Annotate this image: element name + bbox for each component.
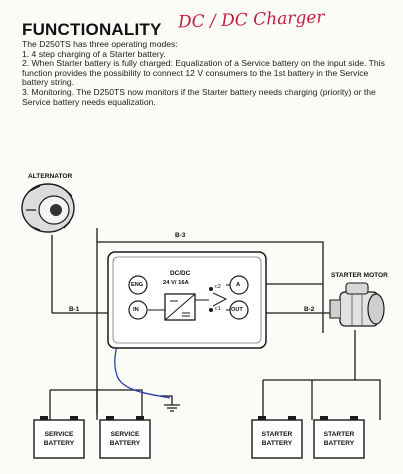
starter-battery-1-label: STARTER BATTERY xyxy=(261,431,293,447)
dcdc-charger-device xyxy=(107,251,267,349)
service-battery-2-label: SERVICE BATTERY xyxy=(109,431,141,447)
starter-motor-icon xyxy=(329,282,385,327)
wire-service-bus xyxy=(50,389,143,420)
service-battery-2-icon xyxy=(99,416,151,459)
starter-motor-label: STARTER MOTOR xyxy=(331,272,388,279)
device-title: DC/DC xyxy=(170,270,191,277)
mode-2-text: 2. When Starter battery is fully charged… xyxy=(22,58,385,88)
section-title: FUNCTIONALITY xyxy=(22,20,162,39)
wire-b3 xyxy=(97,241,324,333)
switch-c2-label: c2 xyxy=(215,284,221,290)
starter-battery-1-icon xyxy=(251,416,303,459)
wire-starter-bus xyxy=(263,379,381,420)
wire-b2-label: B-2 xyxy=(304,306,315,313)
mode-3-text: 3. Monitoring. The D250TS now monitors i… xyxy=(22,87,376,107)
terminal-in: IN xyxy=(133,307,139,313)
terminal-out: OUT xyxy=(231,307,243,313)
starter-battery-2-label: STARTER BATTERY xyxy=(323,431,355,447)
alternator-label: ALTERNATOR xyxy=(28,173,73,180)
alternator-icon xyxy=(21,183,75,233)
terminal-a: A xyxy=(236,282,241,288)
service-battery-1-label: SERVICE BATTERY xyxy=(43,431,75,447)
device-rating: 24 V/ 16A xyxy=(163,280,189,286)
starter-battery-2-icon xyxy=(313,416,365,459)
wire-b3-label: B-3 xyxy=(175,232,186,239)
terminal-eng: ENG xyxy=(131,282,144,288)
service-battery-1-icon xyxy=(33,416,85,459)
wire-b1-label: B-1 xyxy=(69,306,80,313)
switch-c1-label: c1 xyxy=(215,306,221,312)
mode-1-text: 1. 4 step charging of a Starter battery. xyxy=(22,49,166,59)
intro-text: The D250TS has three operating modes: xyxy=(22,39,178,49)
